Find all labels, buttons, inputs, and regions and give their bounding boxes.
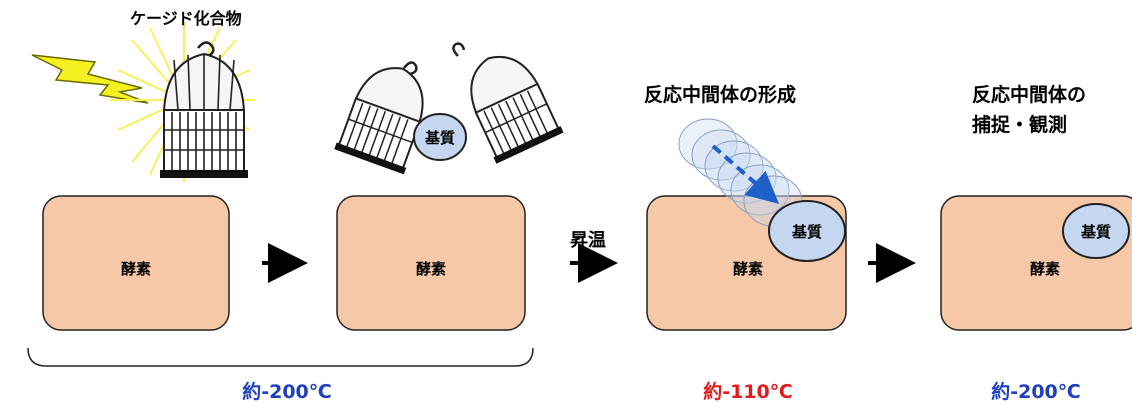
substrate-label: 基質	[424, 129, 455, 147]
birdcage-icon	[160, 41, 248, 178]
substrate-free: 基質	[413, 113, 467, 161]
caged-compound-label: ケージド化合物	[130, 9, 242, 28]
temperature-warm: 約-110℃	[703, 380, 793, 403]
capture-label-line2: 捕捉・観測	[972, 113, 1067, 136]
temperature-cold-start: 約-200℃	[242, 380, 332, 403]
enzyme-label: 酵素	[121, 260, 151, 278]
open-cage-left-icon	[334, 67, 424, 175]
enzyme-box-2: 酵素	[336, 195, 526, 331]
substrate-label: 基質	[1080, 223, 1111, 241]
stage-intermediate-formation: 反応中間体の形成 基質	[644, 83, 846, 262]
enzyme-label: 酵素	[733, 260, 763, 278]
stage-released-substrate: 基質	[334, 42, 564, 175]
stage-caged-irradiation: ケージド化合物	[31, 9, 255, 182]
enzyme-label: 酵素	[1030, 260, 1060, 278]
heating-label: 昇温	[570, 230, 606, 251]
temperature-cold-end: 約-200℃	[991, 380, 1081, 403]
intermediate-formation-label: 反応中間体の形成	[644, 83, 796, 106]
motion-arrow-icon	[711, 144, 780, 204]
bracket	[27, 347, 534, 367]
enzyme-label: 酵素	[416, 260, 446, 278]
substrate-label: 基質	[791, 223, 822, 241]
substrate-captured: 基質	[1062, 203, 1130, 259]
open-cage-right-icon	[470, 55, 564, 164]
capture-label-line1: 反応中間体の	[972, 83, 1086, 106]
substrate-bound: 基質	[768, 200, 846, 262]
enzyme-box-1: 酵素	[42, 195, 230, 331]
lightning-icon	[31, 54, 149, 104]
stage-capture-observation: 反応中間体の 捕捉・観測 基質	[972, 83, 1130, 259]
